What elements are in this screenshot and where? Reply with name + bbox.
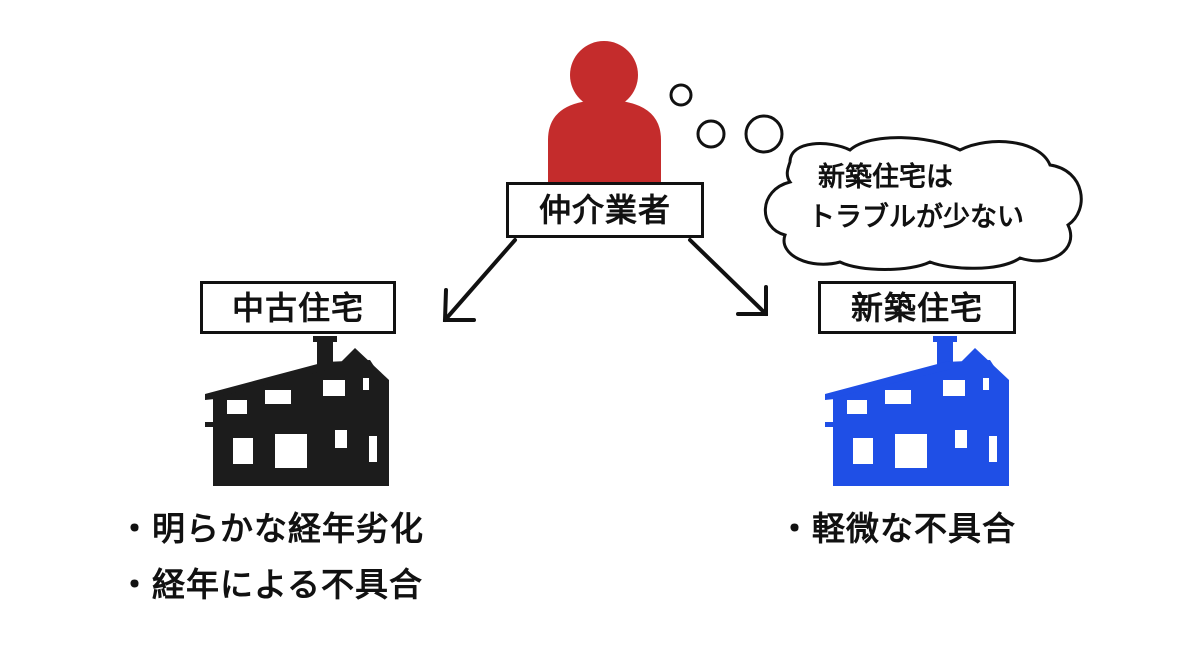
new-house-label: 新築住宅 — [818, 281, 1016, 334]
arrow-to-used-house-icon — [442, 238, 517, 322]
used-house-bullet-2: ・経年による不具合 — [118, 565, 424, 604]
thought-line-2: トラブルが少ない — [808, 202, 1024, 233]
agent-label: 仲介業者 — [506, 182, 704, 238]
agent-person-icon — [548, 41, 661, 185]
thought-cloud-icon — [763, 136, 1083, 271]
thought-dots-icon — [669, 83, 784, 154]
used-house-label: 中古住宅 — [200, 281, 396, 334]
new-house-bullet-1: ・軽微な不具合 — [778, 509, 1016, 548]
used-house-icon — [205, 336, 389, 486]
arrow-to-new-house-icon — [688, 238, 768, 316]
used-house-bullet-1: ・明らかな経年劣化 — [118, 509, 424, 548]
new-house-icon — [825, 336, 1009, 486]
thought-line-1: 新築住宅は — [818, 162, 953, 193]
